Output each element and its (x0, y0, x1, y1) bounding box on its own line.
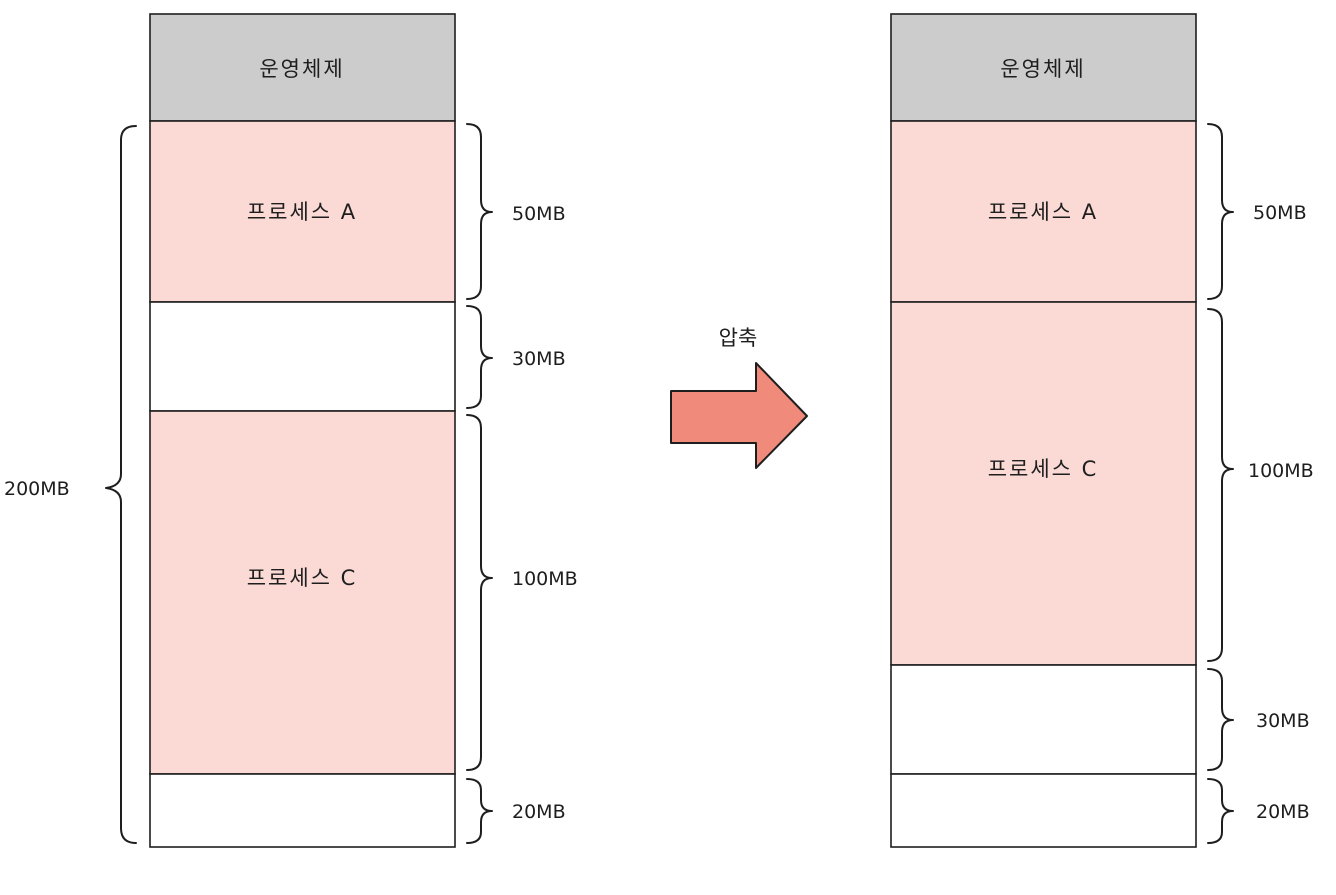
left-process-c-label: 프로세스 C (247, 566, 358, 590)
right-os-block (890, 13, 1197, 122)
left-process-c-block (149, 410, 456, 775)
right-free-20-block (890, 773, 1197, 848)
left-size-100mb: 100MB (512, 568, 578, 590)
right-free-30-block (890, 664, 1197, 775)
right-size-100mb: 100MB (1248, 460, 1314, 482)
left-brace-100mb (466, 414, 493, 771)
left-free-30-block (149, 301, 456, 412)
right-memory-column: 운영체제 프로세스 A 프로세스 C 50MB 100MB 30MB 20MB (890, 13, 1314, 848)
left-size-20mb: 20MB (512, 801, 566, 823)
right-brace-20mb (1207, 778, 1234, 844)
right-arrow-icon (670, 362, 808, 469)
right-brace-50mb (1207, 123, 1234, 300)
right-process-c-block (890, 301, 1197, 666)
compaction-arrow: 압축 (670, 326, 808, 469)
left-free-20-block (149, 773, 456, 848)
compaction-label: 압축 (719, 326, 758, 350)
left-brace-200mb (105, 125, 137, 844)
left-memory-column: 운영체제 프로세스 A 프로세스 C 50MB 30MB 100MB 20MB … (4, 13, 578, 848)
left-os-block (149, 13, 456, 122)
right-brace-100mb (1207, 308, 1234, 662)
left-process-a-block (149, 120, 456, 303)
left-brace-30mb (466, 305, 493, 409)
left-process-a-label: 프로세스 A (247, 200, 357, 224)
left-size-50mb: 50MB (512, 203, 566, 225)
right-process-a-label: 프로세스 A (988, 200, 1098, 224)
right-process-a-block (890, 120, 1197, 303)
right-brace-30mb (1207, 668, 1234, 771)
left-size-200mb: 200MB (4, 478, 70, 500)
left-size-30mb: 30MB (512, 348, 566, 370)
right-process-c-label: 프로세스 C (988, 457, 1099, 481)
right-size-50mb: 50MB (1253, 202, 1307, 224)
left-brace-20mb (466, 778, 493, 844)
right-size-30mb: 30MB (1256, 710, 1310, 732)
left-brace-50mb (466, 123, 493, 300)
left-os-label: 운영체제 (259, 57, 344, 81)
right-os-label: 운영체제 (1000, 57, 1085, 81)
right-size-20mb: 20MB (1256, 801, 1310, 823)
